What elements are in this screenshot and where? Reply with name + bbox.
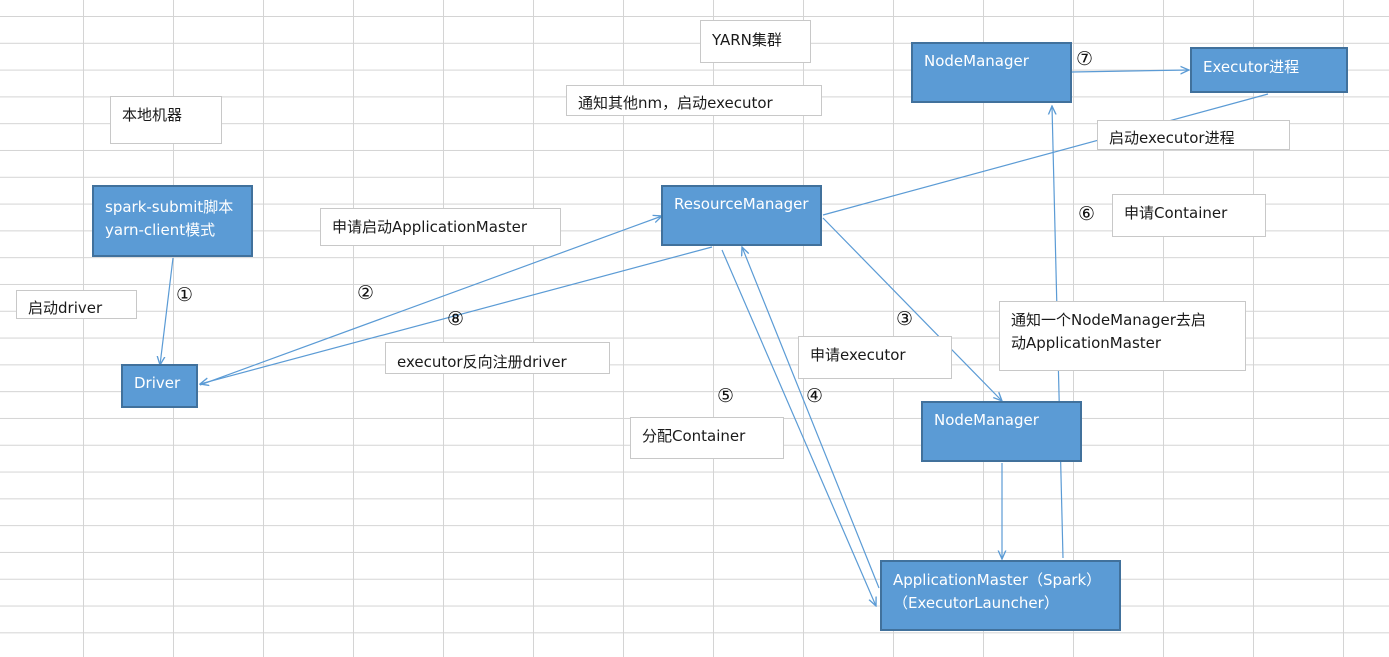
spark-submit-node: spark-submit脚本 yarn-client模式 xyxy=(92,185,253,257)
apply-container-label: 申请Container xyxy=(1112,194,1266,237)
node-manager-node: NodeManager xyxy=(921,401,1082,462)
step-3-marker: ③ xyxy=(896,308,914,330)
allocate-container-label: 分配Container xyxy=(630,417,784,459)
spark-submit-line2: yarn-client模式 xyxy=(105,221,216,239)
step-4-marker: ④ xyxy=(806,385,824,407)
resource-manager-node: ResourceManager xyxy=(661,185,822,246)
notify-one-nm-label: 通知一个NodeManager去启 动ApplicationMaster xyxy=(999,301,1246,371)
application-master-line1: ApplicationMaster（Spark） xyxy=(893,571,1102,589)
step-2-marker: ② xyxy=(357,282,375,304)
executor-node: Executor进程 xyxy=(1190,47,1348,93)
executor-register-label: executor反向注册driver xyxy=(385,342,610,374)
local-machine-label: 本地机器 xyxy=(110,96,222,144)
node-manager-top-node: NodeManager xyxy=(911,42,1072,103)
application-master-line2: （ExecutorLauncher） xyxy=(893,594,1059,612)
step-1-marker: ① xyxy=(176,284,194,306)
step-8-marker: ⑧ xyxy=(447,308,465,330)
step-7-marker: ⑦ xyxy=(1076,48,1094,70)
notify-one-nm-line1: 通知一个NodeManager去启 xyxy=(1011,311,1206,329)
step-5-marker: ⑤ xyxy=(717,385,735,407)
apply-executor-label: 申请executor xyxy=(798,336,952,379)
driver-node: Driver xyxy=(121,364,198,408)
start-executor-process-label: 启动executor进程 xyxy=(1097,120,1290,150)
arrow-nm-top-to-executor xyxy=(1071,70,1189,72)
apply-am-label: 申请启动ApplicationMaster xyxy=(320,208,561,246)
start-driver-label: 启动driver xyxy=(16,290,137,319)
notify-one-nm-line2: 动ApplicationMaster xyxy=(1011,334,1162,352)
title-label: YARN集群 xyxy=(700,20,811,63)
application-master-node: ApplicationMaster（Spark） （ExecutorLaunch… xyxy=(880,560,1121,631)
notify-nm-label: 通知其他nm，启动executor xyxy=(566,85,822,116)
arrow-submit-to-driver xyxy=(160,257,174,365)
spark-submit-line1: spark-submit脚本 xyxy=(105,198,234,216)
step-6-marker: ⑥ xyxy=(1078,203,1096,225)
